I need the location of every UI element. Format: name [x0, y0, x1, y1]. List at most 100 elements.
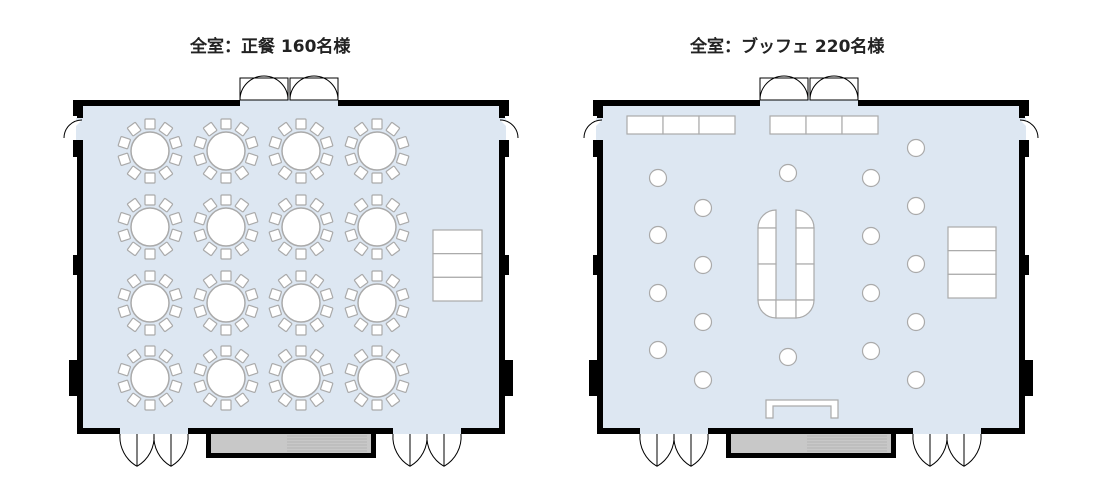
- door-swing-icon: [443, 433, 462, 467]
- column: [593, 140, 603, 157]
- rect-table: [432, 253, 483, 278]
- chair: [371, 399, 383, 411]
- cocktail-table: [778, 347, 798, 367]
- chair: [202, 197, 218, 213]
- chair: [353, 197, 369, 213]
- door-swing-icon: [392, 433, 411, 467]
- side-door-gap: [1015, 118, 1026, 141]
- chair: [117, 363, 131, 377]
- chair: [295, 248, 307, 260]
- chair: [245, 228, 259, 242]
- round-table: [281, 207, 321, 247]
- top-door-gap: [240, 99, 338, 107]
- rect-table: [662, 115, 700, 135]
- door-swing-icon: [639, 433, 658, 467]
- chair: [353, 392, 369, 408]
- round-table-group: [117, 270, 183, 336]
- chair: [193, 288, 207, 302]
- chair: [245, 152, 259, 166]
- side-door-icon: [1019, 119, 1039, 139]
- rect-table: [769, 115, 807, 135]
- chair: [234, 241, 250, 257]
- stage: [731, 434, 891, 453]
- bottom-door-right: [392, 433, 462, 468]
- rect-table: [947, 226, 997, 252]
- chair: [385, 348, 401, 364]
- cocktail-table: [693, 255, 713, 275]
- door-swing-icon: [119, 433, 138, 467]
- chair: [396, 363, 410, 377]
- round-table: [357, 358, 397, 398]
- column: [1019, 360, 1033, 396]
- chair: [344, 379, 358, 393]
- round-table-group: [117, 194, 183, 260]
- chair: [234, 317, 250, 333]
- chair: [396, 288, 410, 302]
- chair: [158, 197, 174, 213]
- rect-table: [841, 115, 879, 135]
- chair: [126, 241, 142, 257]
- rect-table: [698, 115, 736, 135]
- chair: [158, 241, 174, 257]
- cocktail-table: [693, 312, 713, 332]
- rect-table: [795, 263, 815, 301]
- chair: [144, 194, 156, 206]
- chair: [309, 165, 325, 181]
- chair: [295, 324, 307, 336]
- column: [1019, 140, 1029, 157]
- cocktail-table: [906, 138, 926, 158]
- chair: [353, 348, 369, 364]
- rect-table: [626, 115, 664, 135]
- round-table-group: [117, 345, 183, 411]
- chair: [309, 392, 325, 408]
- chair: [245, 212, 259, 226]
- chair: [220, 324, 232, 336]
- chair: [169, 212, 183, 226]
- chair: [193, 136, 207, 150]
- round-table-group: [268, 194, 334, 260]
- rect-table: [432, 229, 483, 255]
- round-table-group: [193, 194, 259, 260]
- chair: [158, 317, 174, 333]
- chair: [220, 270, 232, 282]
- rect-table: [757, 263, 777, 301]
- round-table-group: [193, 270, 259, 336]
- side-door-gap: [76, 118, 87, 141]
- chair: [234, 273, 250, 289]
- chair: [277, 392, 293, 408]
- chair: [295, 118, 307, 130]
- cocktail-table: [648, 283, 668, 303]
- side-tables: [947, 226, 997, 299]
- chair: [353, 241, 369, 257]
- chair: [295, 172, 307, 184]
- chair: [202, 317, 218, 333]
- round-table: [357, 283, 397, 323]
- chair: [268, 379, 282, 393]
- door-swing-icon: [912, 433, 931, 467]
- chair: [295, 270, 307, 282]
- round-table: [281, 358, 321, 398]
- chair: [126, 197, 142, 213]
- chair: [371, 172, 383, 184]
- chair: [234, 197, 250, 213]
- chair: [158, 273, 174, 289]
- chair: [268, 212, 282, 226]
- round-table-group: [193, 345, 259, 411]
- chair: [309, 317, 325, 333]
- chair: [169, 136, 183, 150]
- round-table: [206, 283, 246, 323]
- chair: [169, 304, 183, 318]
- side-door-icon: [583, 119, 603, 139]
- round-table-group: [117, 118, 183, 184]
- chair: [344, 363, 358, 377]
- chair: [169, 152, 183, 166]
- side-door-icon: [63, 119, 83, 139]
- door-swing-icon: [673, 433, 692, 467]
- bottom-door-left: [119, 433, 189, 468]
- rect-table: [795, 227, 815, 265]
- round-table-group: [344, 118, 410, 184]
- chair: [396, 228, 410, 242]
- chair: [385, 392, 401, 408]
- chair: [234, 392, 250, 408]
- chair: [295, 345, 307, 357]
